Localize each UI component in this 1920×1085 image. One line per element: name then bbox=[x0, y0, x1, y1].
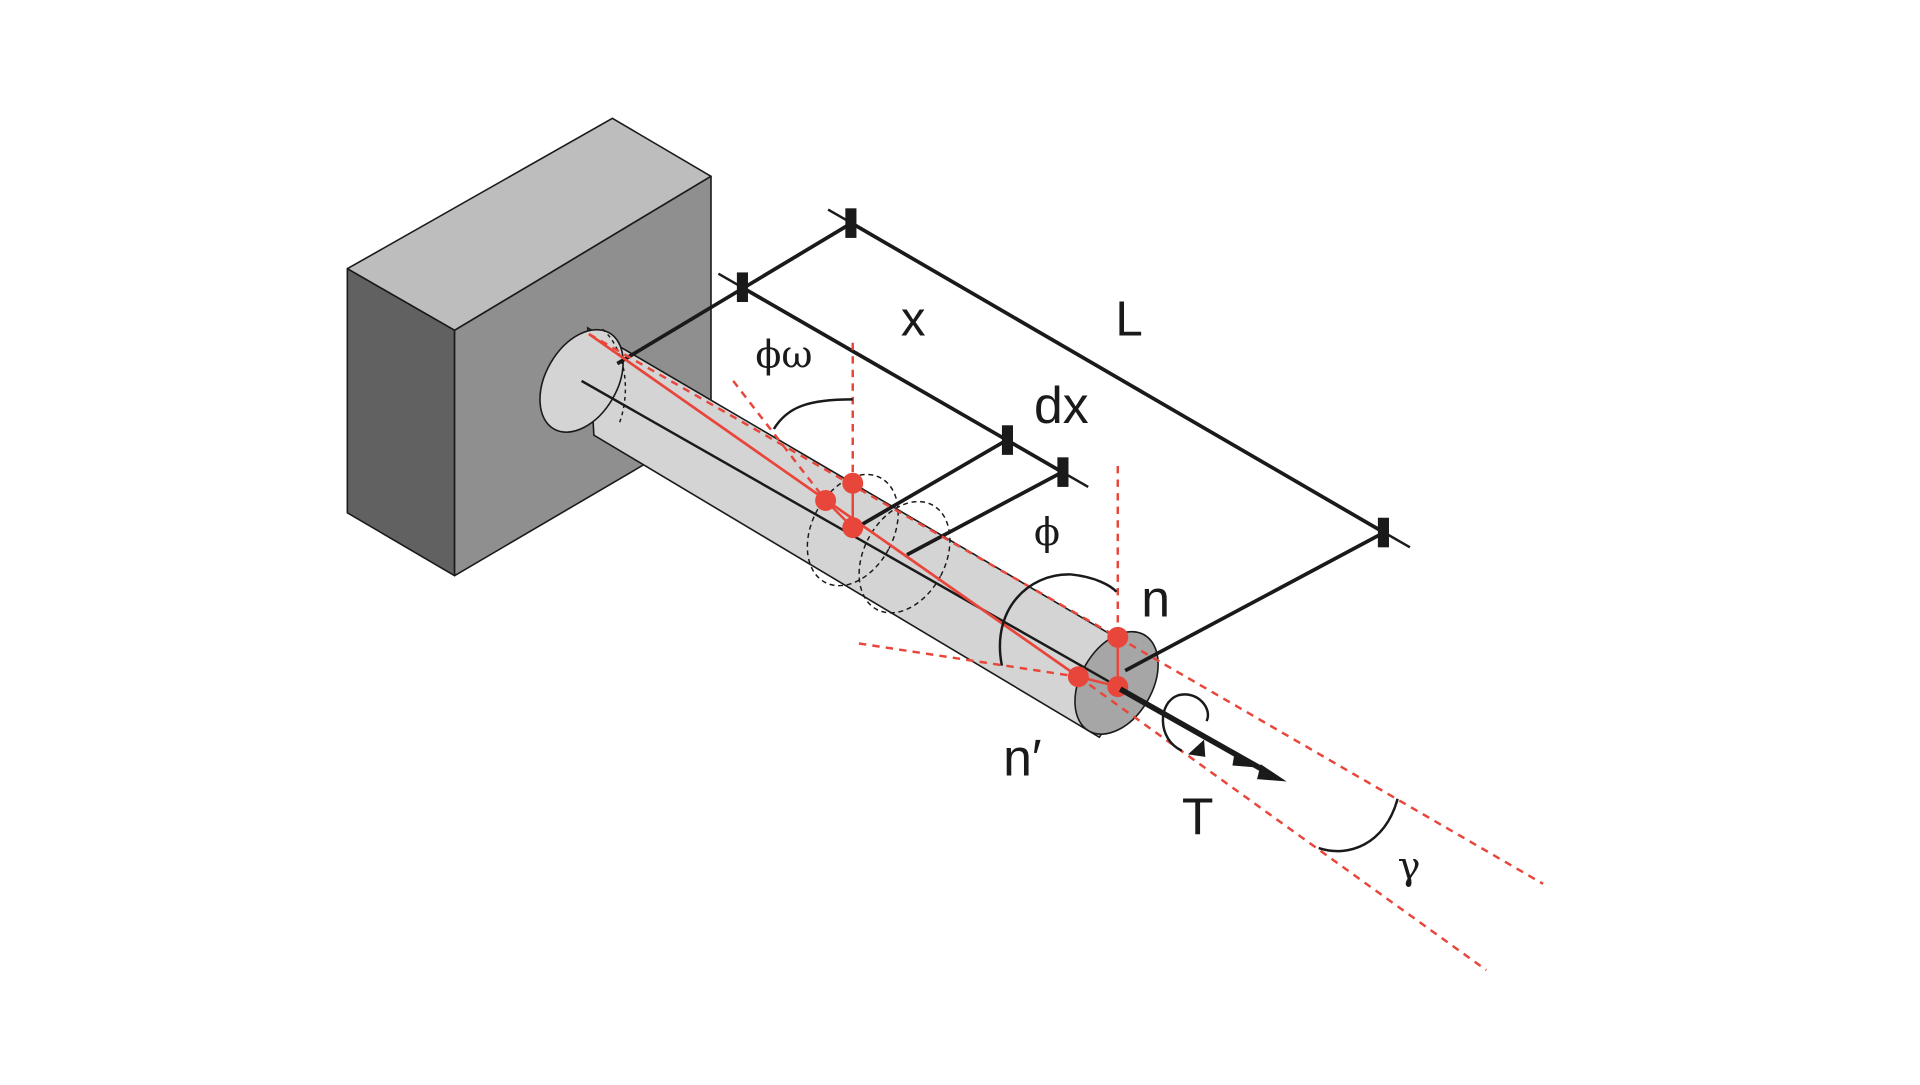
phi-omega-arc bbox=[772, 398, 853, 430]
element-circle-left bbox=[806, 473, 899, 587]
point-element-center bbox=[842, 517, 864, 539]
tick-dx-end bbox=[1038, 457, 1089, 488]
label-x: x bbox=[901, 291, 926, 346]
tick-x-end bbox=[982, 425, 1034, 456]
diagram-labels: x L dx ϕω ϕ n n′ T γ bbox=[755, 291, 1420, 889]
dim-extension-x bbox=[855, 438, 1008, 530]
point-element-left bbox=[815, 489, 837, 511]
tick-L-start bbox=[827, 208, 879, 239]
phi-omega-ray bbox=[732, 380, 827, 502]
point-n-prime bbox=[1067, 666, 1089, 688]
gamma-arc bbox=[1318, 798, 1399, 853]
torque-arrowhead-2 bbox=[1257, 764, 1287, 782]
tick-x-start bbox=[717, 272, 769, 304]
torque-rotation-arrowhead bbox=[1188, 739, 1206, 757]
label-L: L bbox=[1115, 291, 1142, 346]
label-phi: ϕ bbox=[1034, 511, 1060, 555]
dimension-ticks bbox=[717, 208, 1411, 549]
base-hidden-arc bbox=[602, 328, 627, 426]
label-T: T bbox=[1182, 788, 1214, 846]
dim-line-x bbox=[740, 285, 1008, 442]
dim-line-L bbox=[850, 221, 1385, 535]
phi-arc bbox=[998, 573, 1118, 666]
dim-extension-base bbox=[616, 221, 853, 366]
label-dx: dx bbox=[1034, 376, 1089, 434]
red-points bbox=[815, 472, 1129, 698]
label-gamma: γ bbox=[1398, 845, 1421, 889]
tick-L-end bbox=[1360, 517, 1411, 549]
gamma-ray-lower bbox=[1077, 675, 1488, 972]
diagram-content: x L dx ϕω ϕ n n′ T γ bbox=[346, 117, 1544, 972]
label-n-prime: n′ bbox=[1003, 728, 1042, 786]
point-element-top bbox=[842, 472, 864, 494]
torque-rotation-arrow bbox=[1161, 693, 1210, 752]
element-circle-right bbox=[858, 500, 951, 614]
angle-arcs bbox=[772, 398, 1399, 853]
label-n: n bbox=[1141, 569, 1170, 627]
torque-T bbox=[1118, 686, 1287, 782]
label-phi-omega: ϕω bbox=[755, 333, 812, 377]
gamma-ray-upper bbox=[1117, 636, 1544, 885]
phi-ray bbox=[858, 642, 1079, 678]
dim-extension-end bbox=[1124, 530, 1385, 673]
dimension-lines bbox=[616, 221, 1385, 673]
fixed-support-block bbox=[346, 117, 712, 577]
torque-arrowhead-1 bbox=[1232, 750, 1264, 768]
point-n bbox=[1107, 626, 1129, 648]
dim-extension-dx bbox=[906, 470, 1064, 557]
